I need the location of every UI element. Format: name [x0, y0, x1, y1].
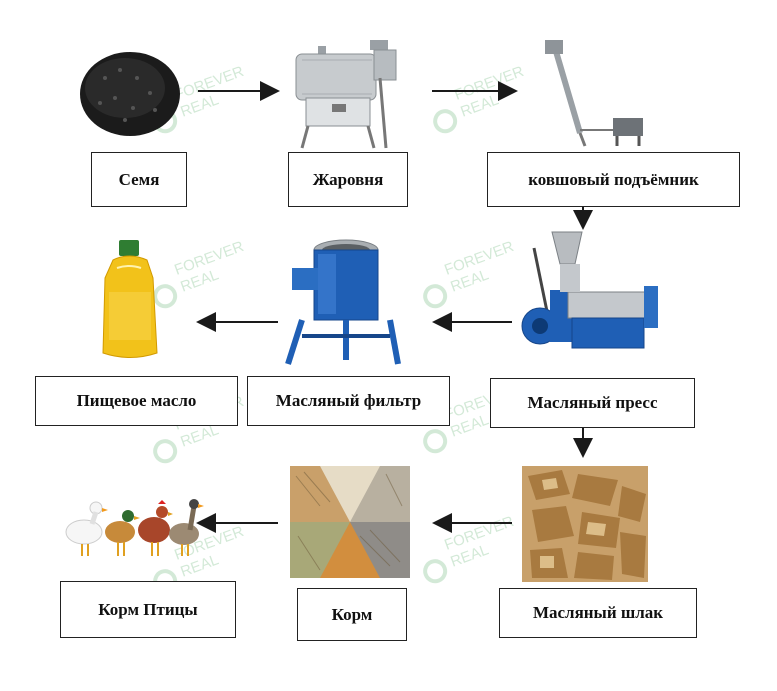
oil-press-image — [521, 231, 658, 349]
watermark-logo-icon: FOREVER REAL — [423, 513, 516, 584]
roaster-machine-image — [295, 40, 397, 149]
node-bucket-elevator: ковшовый подъёмник — [487, 152, 740, 207]
watermark-logo-icon: FOREVER REAL — [153, 63, 246, 134]
node-poultry-feed: Корм Птицы — [60, 581, 236, 638]
node-roaster: Жаровня — [288, 152, 408, 207]
node-oil-press: Масляный пресс — [490, 378, 695, 428]
bucket-elevator-image — [545, 40, 643, 147]
feed-pellets-image — [290, 466, 410, 578]
oil-cake-image — [522, 466, 648, 582]
seeds-image — [80, 52, 180, 136]
node-seeds: Семя — [91, 152, 187, 207]
watermark-logo-icon: FOREVER REAL — [153, 238, 246, 309]
node-oil-filter: Масляный фильтр — [247, 376, 450, 426]
node-edible-oil: Пищевое масло — [35, 376, 238, 426]
node-oil-cake: Масляный шлак — [499, 588, 697, 638]
node-feed: Корм — [297, 588, 407, 641]
oil-filter-image — [285, 239, 401, 365]
poultry-image — [65, 499, 204, 556]
watermark-logo-icon: FOREVER REAL — [423, 238, 516, 309]
oil-bottle-image — [102, 240, 158, 358]
